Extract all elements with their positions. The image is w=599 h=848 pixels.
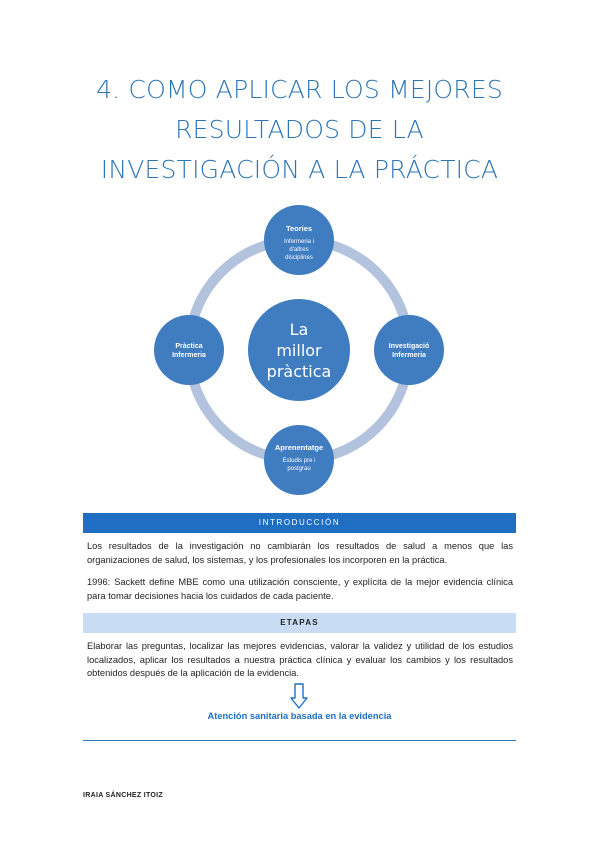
center-line-3: pràctica (267, 362, 332, 381)
top-node: Teories Infermeria i d'altres discipline… (264, 205, 334, 275)
right-node: Investigació Infermeria (374, 315, 444, 385)
bottom-node-sub-1: Estudis pre i (282, 458, 315, 464)
author-footer: IRAIA SÁNCHEZ ITOIZ (83, 792, 163, 799)
intro-paragraph-1: Los resultados de la investigación no ca… (87, 541, 513, 565)
bottom-node: Aprenentatge Estudis pre i postgrau (264, 425, 334, 495)
top-node-sub-3: disciplines (285, 255, 313, 261)
etapas-paragraph: Elaborar las preguntas, localizar las me… (87, 641, 513, 678)
top-node-sub-1: Infermeria i (284, 239, 314, 245)
down-arrow-icon (290, 683, 308, 709)
title-line-2: RESULTADOS DE LA (175, 115, 424, 144)
center-line-1: La (290, 320, 309, 339)
page-title: 4. COMO APLICAR LOS MEJORES RESULTADOS D… (40, 70, 559, 190)
conclusion-text: Atención sanitaria basada en la evidenci… (207, 711, 392, 721)
left-node-line-1: Pràctica (175, 343, 202, 350)
top-node-sub-2: d'altres (289, 247, 308, 253)
top-node-title: Teories (286, 224, 312, 233)
title-line-3: INVESTIGACIÓN A LA PRÁCTICA (100, 155, 499, 184)
intro-paragraph-2: 1996: Sackett define MBE como una utiliz… (87, 577, 513, 601)
etapas-heading: ETAPAS (83, 613, 516, 633)
right-node-line-1: Investigació (389, 343, 429, 350)
section-divider (83, 740, 516, 741)
center-node: La millor pràctica (248, 299, 350, 401)
title-line-1: 4. COMO APLICAR LOS MEJORES (96, 75, 503, 104)
bottom-node-sub-2: postgrau (287, 466, 310, 472)
intro-heading: INTRODUCCIÓN (83, 513, 516, 533)
left-node: Pràctica Infermeria (154, 315, 224, 385)
bottom-node-title: Aprenentatge (275, 443, 323, 452)
center-line-2: millor (276, 341, 322, 360)
left-node-line-2: Infermeria (172, 352, 206, 359)
right-node-line-2: Infermeria (392, 352, 426, 359)
